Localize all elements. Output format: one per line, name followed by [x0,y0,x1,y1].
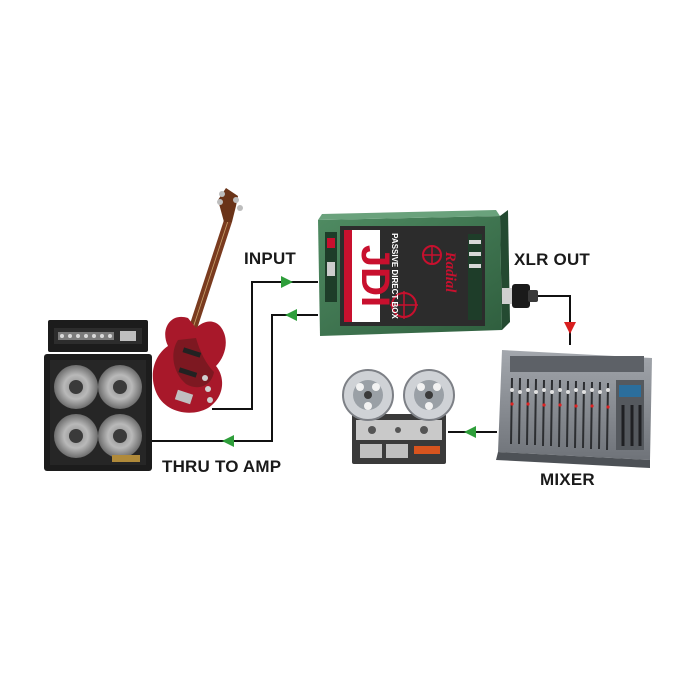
xlr-connector-icon [502,284,538,308]
cable-xlr-to-mixer [536,295,571,345]
arrow-input [281,276,293,288]
label-mixer: MIXER [540,470,595,489]
arrow-to-recorder [464,426,476,438]
bass-amp-icon [44,320,152,471]
arrows [222,276,576,447]
arrow-thru-upper [285,309,297,321]
arrow-thru-lower [222,435,234,447]
bass-guitar-icon [152,188,243,413]
box-subtitle-text: PASSIVE DIRECT BOX [390,233,399,319]
arrow-xlr-down [564,322,576,334]
reel-to-reel-icon [342,369,455,464]
label-xlr-out: XLR OUT [514,250,591,269]
label-input: INPUT [244,249,296,268]
mixer-icon [496,350,652,468]
direct-box-icon: JDI PASSIVE DIRECT BOX Radial [318,210,510,336]
label-thru-to-amp: THRU TO AMP [162,457,282,476]
box-model-text: JDI [353,245,397,307]
cable-guitar-to-input [212,281,318,410]
box-brand-text: Radial [442,251,458,294]
